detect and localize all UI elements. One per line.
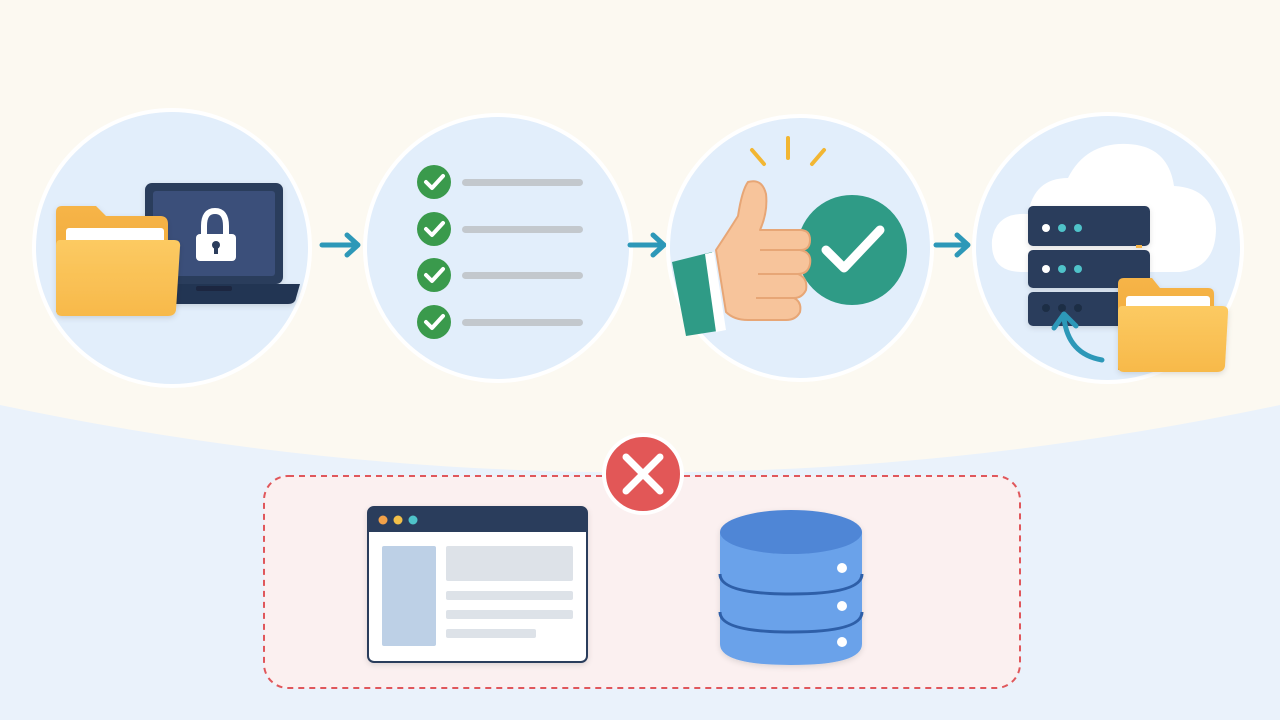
step-backup-server [972, 112, 1244, 384]
step-circle [363, 113, 633, 383]
check-icon [417, 305, 451, 339]
flow-arrow [319, 232, 361, 258]
step-approval [666, 114, 934, 382]
browser-window-icon [367, 506, 588, 663]
step-checklist [363, 113, 633, 383]
checklist-row [417, 165, 583, 199]
padlock-icon [196, 207, 236, 261]
background-top-band [0, 0, 1280, 473]
flow-arrow [627, 232, 667, 258]
database-icon [718, 510, 864, 665]
return-arrow-icon [1051, 311, 1105, 363]
flow-arrow [933, 232, 971, 258]
step-secure-files [32, 108, 312, 388]
thumbs-up-icon [672, 180, 812, 336]
checklist-row [417, 212, 583, 246]
checklist-row [417, 305, 583, 339]
check-icon [417, 258, 451, 292]
checklist-row [417, 258, 583, 292]
check-icon [417, 212, 451, 246]
laptop-icon [126, 183, 300, 304]
check-icon [417, 165, 451, 199]
sparkle-icon [750, 136, 826, 166]
folder-icon [1118, 278, 1229, 372]
folder-icon [56, 206, 181, 316]
x-circle-icon [602, 433, 684, 515]
check-circle-icon [797, 195, 907, 305]
excluded-section [263, 433, 1021, 689]
